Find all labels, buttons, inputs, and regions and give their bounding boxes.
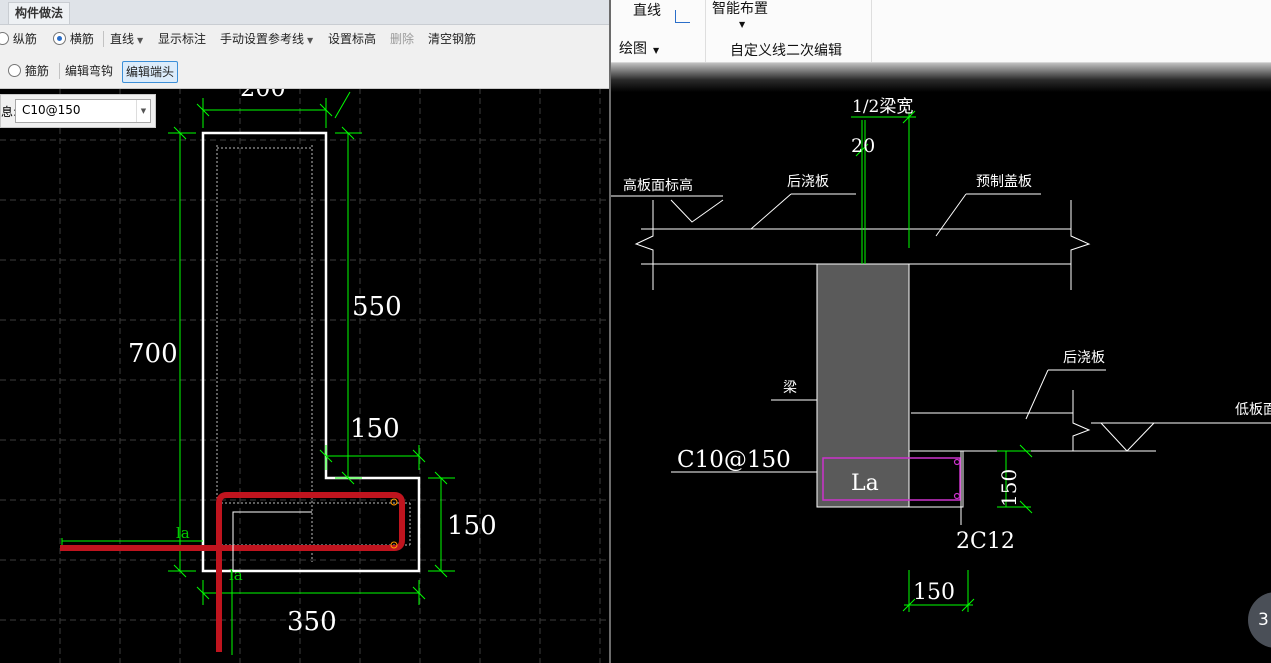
- dimension-lines: [851, 110, 1033, 612]
- beam-label: 梁: [783, 380, 797, 396]
- edit-end-button[interactable]: 编辑端头: [122, 61, 179, 83]
- high-slab-elevation-label: 高板面标高: [623, 177, 693, 194]
- post-cast-slab-top-label: 后浇板: [787, 174, 829, 190]
- chevron-down-icon[interactable]: ▼: [739, 20, 746, 29]
- left-cad-canvas[interactable]: 200 550 700 150 150 350 la la: [0, 0, 609, 663]
- precast-cover-slab-label: 预制盖板: [976, 174, 1032, 190]
- dim-150-right-label: 150: [447, 511, 497, 541]
- draw-menu-label: 绘图: [619, 41, 647, 57]
- rebar-spec-select[interactable]: C10@150 ▼: [15, 99, 151, 123]
- manual-reference-line-dropdown[interactable]: 手动设置参考线▼: [220, 26, 313, 52]
- dim-150-bottom-label: 150: [913, 580, 955, 605]
- panel-divider[interactable]: [609, 0, 611, 663]
- edited-rebar[interactable]: [60, 492, 405, 652]
- section-outline: [201, 131, 421, 573]
- delete-button[interactable]: 删除: [390, 32, 415, 46]
- combo-label: 息:: [1, 105, 18, 119]
- floating-action-button[interactable]: 3: [1248, 592, 1271, 648]
- la-label-horizontal: la: [176, 524, 190, 542]
- radio-longitudinal-label: 纵筋: [12, 32, 37, 46]
- dim-20-label: 20: [851, 135, 875, 157]
- tab-component-method[interactable]: 构件做法: [8, 2, 71, 24]
- dimension-lines: [61, 91, 455, 655]
- ribbon-toolbar: 直线 绘图 ▼ 智能布置 ▼ 自定义线二次编辑: [611, 0, 1271, 63]
- rebar-edit-toolbar: 构件做法 纵筋 横筋 直线▼ 显示标注 手动设置参考线▼ 设置标高 删除 清空钢…: [0, 0, 609, 89]
- low-slab-elevation-label: 低板面标高: [1235, 401, 1271, 418]
- chevron-down-icon[interactable]: ▼: [136, 100, 150, 122]
- line-tool-dropdown[interactable]: 直线▼: [110, 26, 143, 52]
- ribbon-custom-line-edit[interactable]: 自定义线二次编辑: [730, 43, 842, 59]
- left-rebar-editor-panel: 200 550 700 150 150 350 la la 构件做法 纵筋 横筋…: [0, 0, 609, 663]
- radio-stirrup-label: 箍筋: [24, 64, 49, 78]
- right-cad-panel: 1/2梁宽 20 高板面标高 后浇板 预制盖板 梁 后浇板 低板面标高 C10@…: [611, 0, 1271, 663]
- grid-lines: [0, 88, 609, 663]
- ribbon-separator: [705, 0, 706, 62]
- manual-reference-line-label: 手动设置参考线: [220, 32, 305, 46]
- ribbon-smart-layout[interactable]: 智能布置: [712, 1, 768, 17]
- radio-transverse[interactable]: 横筋: [53, 26, 94, 52]
- dim-700-label: 700: [128, 339, 178, 369]
- toolbar-separator: [103, 31, 104, 47]
- line-shape-icon[interactable]: [675, 10, 690, 23]
- rebar-spec-label: C10@150: [677, 447, 791, 473]
- dim-150-vertical-label: 150: [997, 469, 1021, 507]
- radio-circle-icon: [0, 32, 9, 45]
- extended-bar-box: [908, 450, 964, 508]
- rebar-info-combo-panel: 息: C10@150 ▼: [0, 94, 156, 128]
- half-beam-width-label: 1/2梁宽: [852, 97, 913, 117]
- ribbon-separator: [871, 0, 872, 62]
- la-label-vertical: la: [229, 566, 243, 584]
- post-cast-slab-right-label: 后浇板: [1063, 350, 1105, 366]
- dim-350-label: 350: [287, 607, 337, 637]
- slab-lines: [611, 193, 1271, 525]
- chevron-down-icon: ▼: [137, 36, 144, 45]
- rebar-spec-value: C10@150: [22, 103, 81, 117]
- ribbon-draw-menu[interactable]: 绘图 ▼: [619, 38, 659, 58]
- set-elevation-button[interactable]: 设置标高: [328, 32, 377, 46]
- chevron-down-icon: ▼: [653, 46, 660, 55]
- dim-150-top-label: 150: [350, 414, 400, 444]
- line-tool-label: 直线: [110, 32, 135, 46]
- anchorage-rebar[interactable]: [822, 457, 961, 501]
- toolbar-row-2: 箍筋 编辑弯钩 编辑端头: [0, 58, 609, 84]
- clear-rebar-button[interactable]: 清空钢筋: [428, 32, 477, 46]
- beam-section: [816, 263, 910, 508]
- toolbar-separator: [59, 63, 60, 79]
- radio-stirrup[interactable]: 箍筋: [8, 58, 49, 84]
- dim-550-label: 550: [352, 292, 402, 322]
- radio-selected-icon: [53, 32, 66, 45]
- inner-guide-lines: [216, 145, 411, 562]
- show-annotation-button[interactable]: 显示标注: [158, 32, 207, 46]
- toolbar-row-1: 纵筋 横筋 直线▼ 显示标注 手动设置参考线▼ 设置标高 删除 清空钢筋: [0, 26, 609, 52]
- rebar-2c12-label: 2C12: [956, 529, 1015, 554]
- ribbon-shadow: [611, 62, 1271, 92]
- chevron-down-icon: ▼: [307, 36, 314, 45]
- radio-circle-icon: [8, 64, 21, 77]
- tab-header: 构件做法: [0, 0, 609, 25]
- edit-hook-button[interactable]: 编辑弯钩: [65, 64, 114, 78]
- radio-longitudinal[interactable]: 纵筋: [0, 26, 37, 52]
- radio-transverse-label: 横筋: [69, 32, 94, 46]
- la-label: La: [851, 471, 879, 496]
- right-cad-canvas[interactable]: 1/2梁宽 20 高板面标高 后浇板 预制盖板 梁 后浇板 低板面标高 C10@…: [611, 0, 1271, 663]
- ribbon-line-tool[interactable]: 直线: [633, 3, 661, 19]
